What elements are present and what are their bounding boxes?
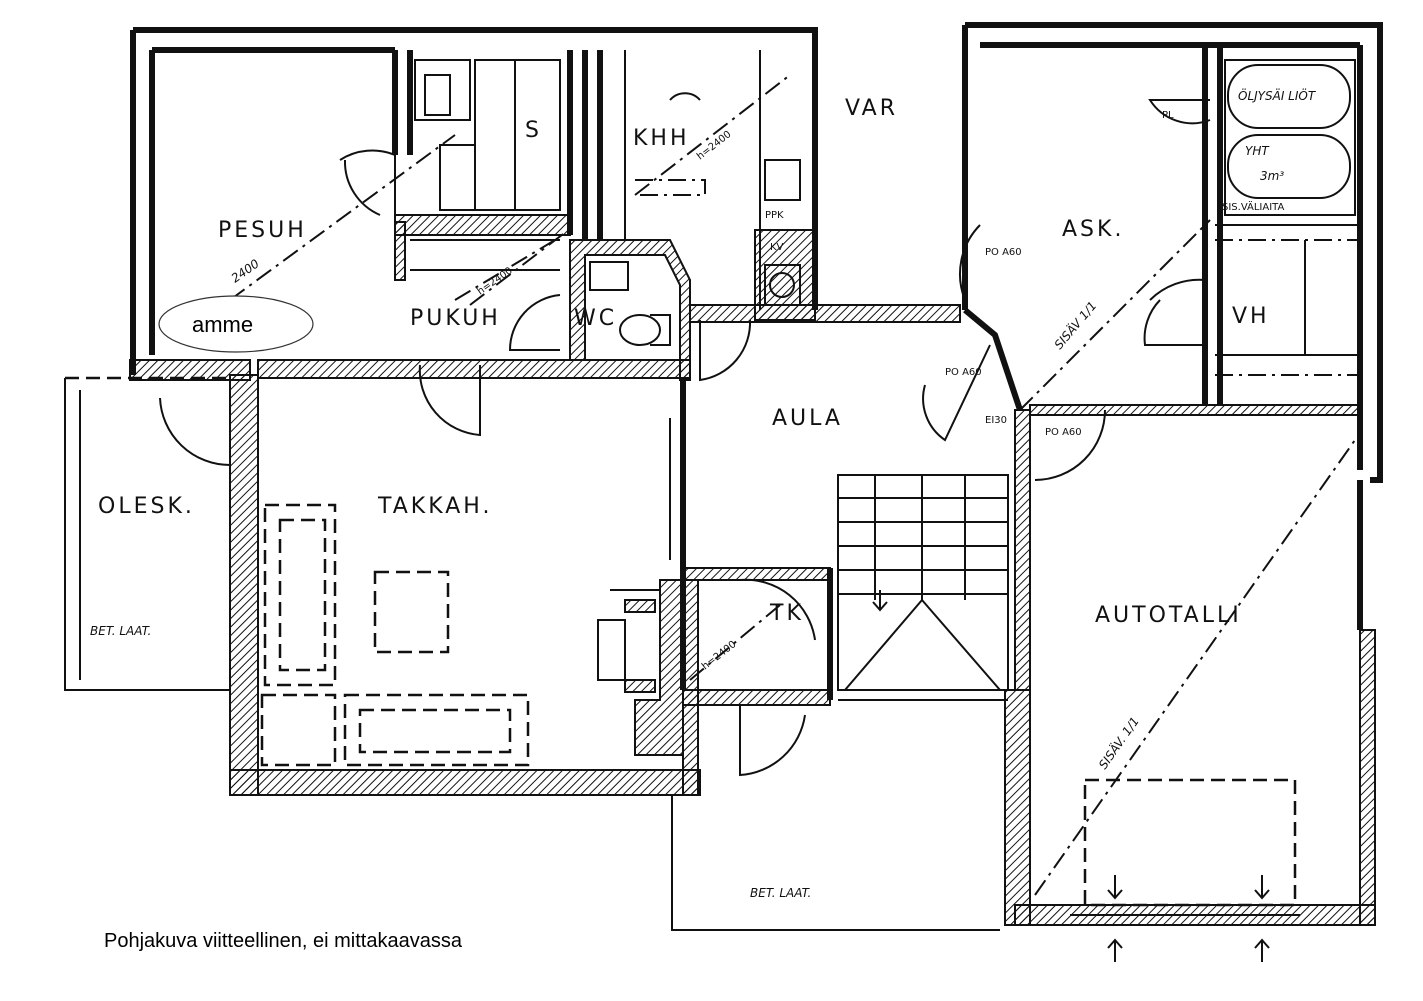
room-vh: VH bbox=[1232, 304, 1270, 329]
label-sisav-b: SISÄV. 1/1 bbox=[1095, 714, 1142, 772]
room-wc: WC bbox=[574, 306, 617, 331]
label-amme: amme bbox=[192, 312, 253, 337]
room-khh: KHH bbox=[633, 126, 690, 151]
room-autotalli: AUTOTALLI bbox=[1095, 603, 1242, 628]
amme-marker: amme bbox=[158, 295, 314, 353]
outer-walls bbox=[64, 22, 1383, 926]
label-po-1: PO A60 bbox=[985, 247, 1022, 258]
label-dim-h2400-c: h=2400 bbox=[700, 639, 738, 672]
room-tk: TK bbox=[769, 601, 804, 626]
room-var: VAR bbox=[845, 96, 898, 121]
room-pukuh: PUKUH bbox=[410, 306, 501, 331]
label-po-3: PO A60 bbox=[1045, 427, 1082, 438]
label-sis-valiaita: SIS.VÄLIAITA bbox=[1222, 200, 1285, 213]
interior-walls bbox=[260, 45, 1360, 931]
label-sisav-a: SISÄV 1/1 bbox=[1051, 298, 1100, 352]
room-ask: ASK. bbox=[1062, 217, 1124, 242]
label-kv: KV bbox=[770, 242, 784, 253]
room-labels: PESUH S KHH VAR ASK. PUKUH WC VH AULA OL… bbox=[98, 96, 1270, 628]
garage-arrows bbox=[872, 590, 1270, 962]
dimension-lines bbox=[229, 74, 1356, 896]
footnote: Pohjakuva viitteellinen, ei mittakaavass… bbox=[104, 930, 462, 952]
label-ppk: PPK bbox=[765, 210, 784, 221]
room-takkah: TAKKAH. bbox=[377, 494, 492, 519]
doors bbox=[159, 92, 1211, 777]
label-oljysailiot: ÖLJYSÄI LIÖT bbox=[1238, 87, 1317, 103]
label-volume: 3m³ bbox=[1260, 169, 1284, 183]
room-aula: AULA bbox=[772, 406, 843, 431]
label-pl: PL bbox=[1162, 110, 1174, 121]
label-bet-laat-1: BET. LAAT. bbox=[90, 624, 151, 638]
label-po-2: PO A60 bbox=[945, 367, 982, 378]
label-dim-2400: 2400 bbox=[229, 256, 262, 285]
room-s: S bbox=[525, 118, 542, 143]
label-ei30: EI30 bbox=[985, 415, 1007, 426]
label-bet-laat-2: BET. LAAT. bbox=[750, 886, 811, 900]
room-pesuh: PESUH bbox=[218, 218, 307, 243]
label-yht: YHT bbox=[1245, 144, 1270, 158]
room-olesk: OLESK. bbox=[98, 494, 195, 519]
